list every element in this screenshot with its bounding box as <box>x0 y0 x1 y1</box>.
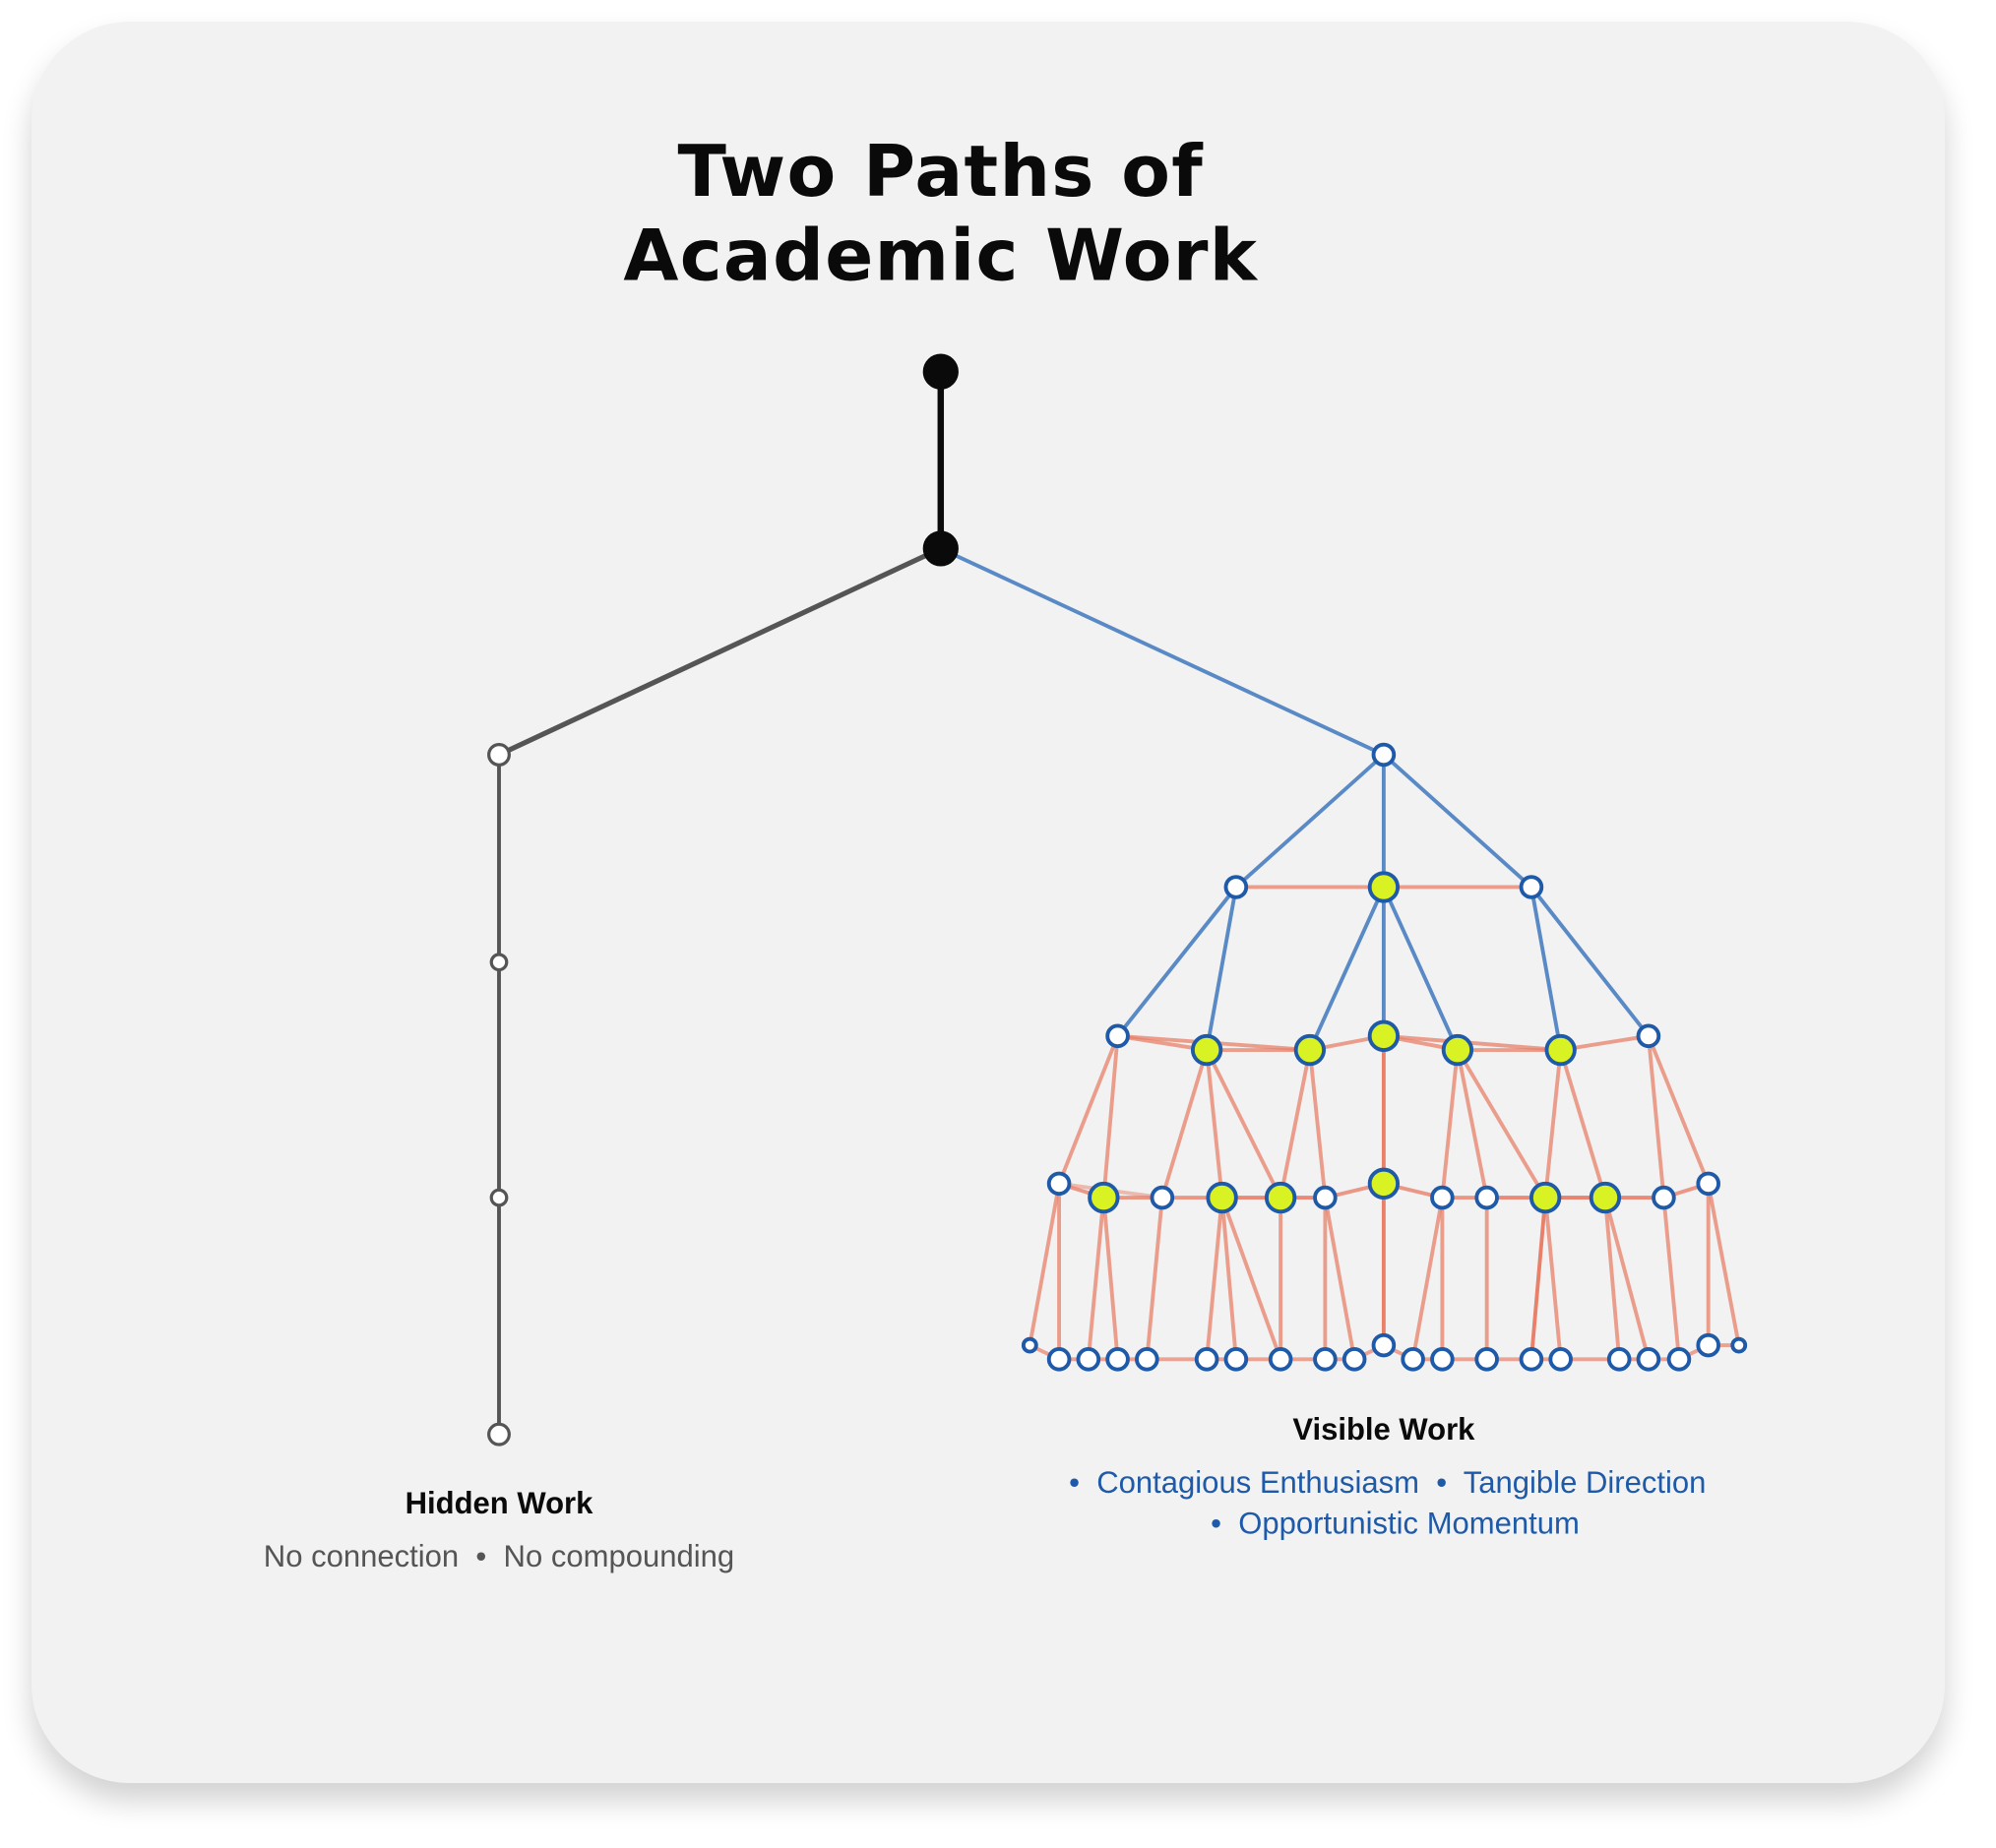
leaf-node <box>1021 1336 1038 1354</box>
mesh-down-edge <box>1101 1196 1120 1362</box>
mesh-down-edge <box>1057 1033 1120 1186</box>
mesh-down-edge <box>1028 1181 1062 1348</box>
leaf-node <box>1636 1347 1661 1372</box>
mesh-down-edge <box>1455 1048 1548 1201</box>
visible-node <box>1046 1171 1072 1197</box>
visible-work-label: Visible Work <box>1292 1412 1475 1447</box>
visible-node <box>1223 875 1249 899</box>
highlight-node <box>1589 1181 1622 1214</box>
leaf-node <box>1401 1347 1425 1372</box>
leaf-node <box>1046 1347 1072 1372</box>
leaf-node <box>1430 1347 1455 1372</box>
mesh-edge <box>1381 1033 1563 1052</box>
leaf-node <box>1135 1347 1159 1372</box>
mesh-down-edge <box>1219 1196 1283 1362</box>
mesh-down-edge <box>1455 1048 1489 1201</box>
hidden-node <box>487 743 511 767</box>
visible-work-traits-line-2: • Opportunistic Momentum <box>1211 1507 1580 1541</box>
mesh-down-edge <box>1219 1196 1238 1362</box>
visible-node <box>1696 1171 1720 1197</box>
tree-edge <box>1233 753 1386 890</box>
leaf-node <box>1666 1347 1692 1372</box>
visible-node <box>1105 1023 1130 1049</box>
highlight-node <box>1528 1181 1562 1214</box>
visible-node <box>1313 1185 1338 1210</box>
leaf-node <box>1268 1347 1293 1372</box>
leaf-node <box>1730 1336 1748 1354</box>
highlight-node <box>1367 871 1401 903</box>
leaf-node <box>1519 1347 1544 1372</box>
leaf-node <box>1474 1347 1499 1372</box>
hidden-work-label: Hidden Work <box>405 1486 594 1520</box>
mesh-down-edge <box>1279 1048 1312 1201</box>
mesh-down-edge <box>1706 1181 1741 1348</box>
mesh-down-edge <box>1145 1196 1164 1362</box>
leaf-node <box>1371 1332 1397 1358</box>
hidden-work-subtitle: No connection • No compounding <box>264 1539 734 1573</box>
visible-node <box>1519 875 1544 899</box>
mesh-down-edge <box>1205 1048 1224 1201</box>
mesh-down-edge <box>1528 1196 1548 1362</box>
hidden-branch-edge <box>496 545 944 758</box>
mesh-down-edge <box>1086 1196 1106 1362</box>
trunk-top-node <box>922 353 959 390</box>
card-background <box>31 22 1945 1783</box>
trunk-split-node <box>922 530 959 567</box>
tree-edge <box>1307 885 1386 1052</box>
highlight-node <box>1088 1181 1120 1214</box>
visible-root-node <box>1371 742 1397 768</box>
hidden-node <box>489 1188 509 1207</box>
leaf-node <box>1223 1347 1249 1372</box>
highlight-node <box>1293 1033 1327 1067</box>
hidden-node <box>487 1422 511 1447</box>
mesh-down-edge <box>1602 1196 1651 1362</box>
tree-edge <box>1528 885 1563 1052</box>
highlight-node <box>1367 1167 1401 1201</box>
mesh-down-edge <box>1646 1033 1711 1186</box>
mesh-down-edge <box>1410 1196 1445 1362</box>
leaf-node <box>1076 1347 1101 1372</box>
visible-node <box>1652 1185 1676 1210</box>
mesh-down-edge <box>1602 1196 1622 1362</box>
hidden-node <box>489 953 509 972</box>
mesh-down-edge <box>1646 1033 1666 1201</box>
visible-node <box>1150 1185 1175 1210</box>
highlight-node <box>1206 1181 1238 1214</box>
visible-work-traits-line-1: • Contagious Enthusiasm • Tangible Direc… <box>1069 1465 1706 1500</box>
leaf-node <box>1606 1347 1632 1372</box>
mesh-down-edge <box>1543 1196 1563 1362</box>
highlight-node <box>1264 1181 1297 1214</box>
highlight-node <box>1367 1019 1401 1052</box>
mesh-down-edge <box>1307 1048 1328 1201</box>
title-line-2: Academic Work <box>623 216 1258 298</box>
mesh-down-edge <box>1440 1048 1460 1201</box>
leaf-node <box>1548 1347 1573 1372</box>
tree-edge <box>1528 885 1651 1038</box>
highlight-node <box>1441 1033 1474 1067</box>
visible-node <box>1636 1023 1661 1049</box>
mesh-down-edge <box>1159 1048 1210 1201</box>
visible-branch-edge <box>938 546 1386 757</box>
highlight-node <box>1190 1033 1223 1067</box>
mesh-down-edge <box>1323 1196 1357 1362</box>
tree-edge <box>1381 885 1460 1052</box>
tree-edge <box>1205 885 1238 1052</box>
highlight-node <box>1544 1033 1577 1067</box>
title-line-1: Two Paths of <box>678 131 1205 214</box>
mesh-down-edge <box>1661 1196 1681 1362</box>
leaf-node <box>1194 1347 1219 1372</box>
mesh-down-edge <box>1205 1196 1224 1362</box>
tree-edge <box>1115 885 1238 1038</box>
leaf-node <box>1341 1347 1367 1372</box>
leaf-node <box>1696 1332 1720 1358</box>
visible-node <box>1474 1185 1499 1210</box>
tree-edge <box>1381 753 1533 890</box>
leaf-node <box>1105 1347 1130 1372</box>
leaf-node <box>1313 1347 1338 1372</box>
mesh-down-edge <box>1101 1033 1120 1201</box>
mesh-down-edge <box>1543 1048 1563 1201</box>
visible-node <box>1430 1185 1455 1210</box>
mesh-down-edge <box>1205 1048 1283 1201</box>
mesh-down-edge <box>1558 1048 1607 1201</box>
